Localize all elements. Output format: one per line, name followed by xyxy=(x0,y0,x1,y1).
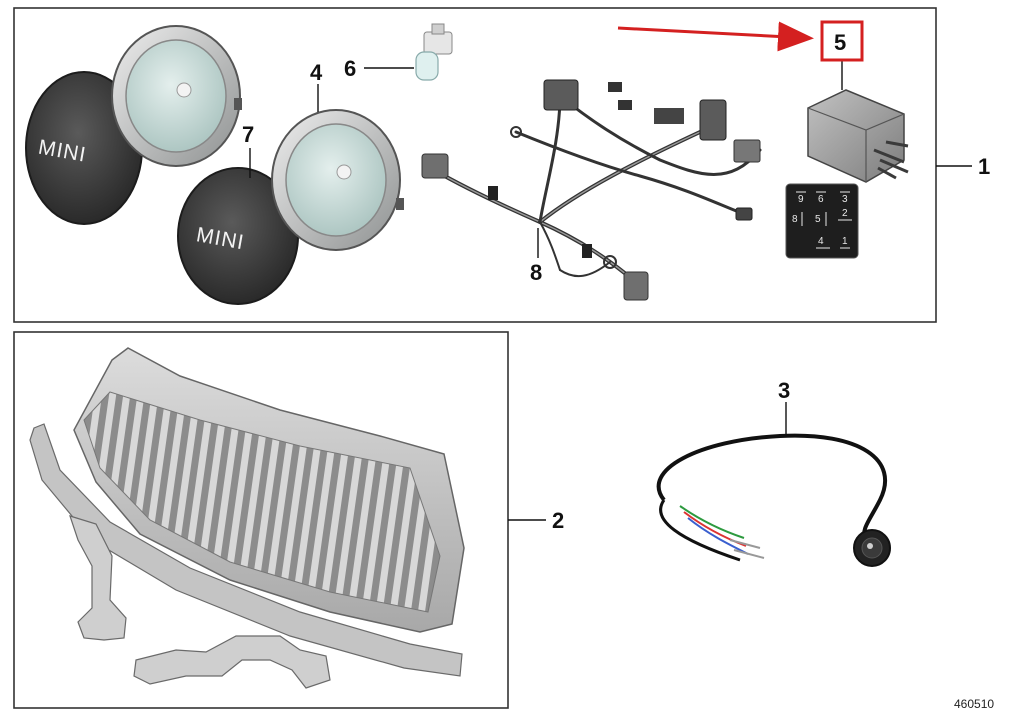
highlight-arrow xyxy=(617,21,814,52)
callout-4: 4 xyxy=(310,60,323,85)
relay-pin-9: 9 xyxy=(798,194,804,205)
grille-assembly xyxy=(73,347,465,633)
relay-pin-diagram: 9 6 3 8 5 2 4 1 xyxy=(785,183,859,259)
relay-pin-8: 8 xyxy=(792,214,798,225)
kit-frame-1 xyxy=(13,7,937,323)
switch-button xyxy=(853,529,891,567)
highlight-box-5 xyxy=(820,20,864,62)
document-number: 460510 xyxy=(954,697,994,711)
leader-lines xyxy=(249,60,972,521)
callout-3: 3 xyxy=(778,378,790,403)
relay-pin-3: 3 xyxy=(842,194,848,205)
relay-pin-6: 6 xyxy=(818,194,824,205)
fog-lamp-front xyxy=(271,109,404,251)
relay-pin-2: 2 xyxy=(842,208,848,219)
callout-8: 8 xyxy=(530,260,542,285)
bulb xyxy=(415,23,453,81)
callout-7: 7 xyxy=(242,122,254,147)
relay-pin-5: 5 xyxy=(815,214,821,225)
mounting-bracket-right xyxy=(133,635,331,689)
mounting-bracket-left xyxy=(69,515,127,641)
harness-connectors xyxy=(421,79,761,301)
relay-pin-1: 1 xyxy=(842,236,848,247)
relay xyxy=(807,89,909,183)
relay-pin-4: 4 xyxy=(818,236,824,247)
fog-lamp-rear xyxy=(111,25,242,167)
wiring-harness xyxy=(432,94,762,286)
callout-2: 2 xyxy=(552,508,564,533)
callout-6: 6 xyxy=(344,56,356,81)
grille-trim-strip xyxy=(29,423,463,677)
callout-5: 5 xyxy=(834,30,846,55)
callout-1: 1 xyxy=(978,154,990,179)
switch-cable xyxy=(656,433,887,562)
